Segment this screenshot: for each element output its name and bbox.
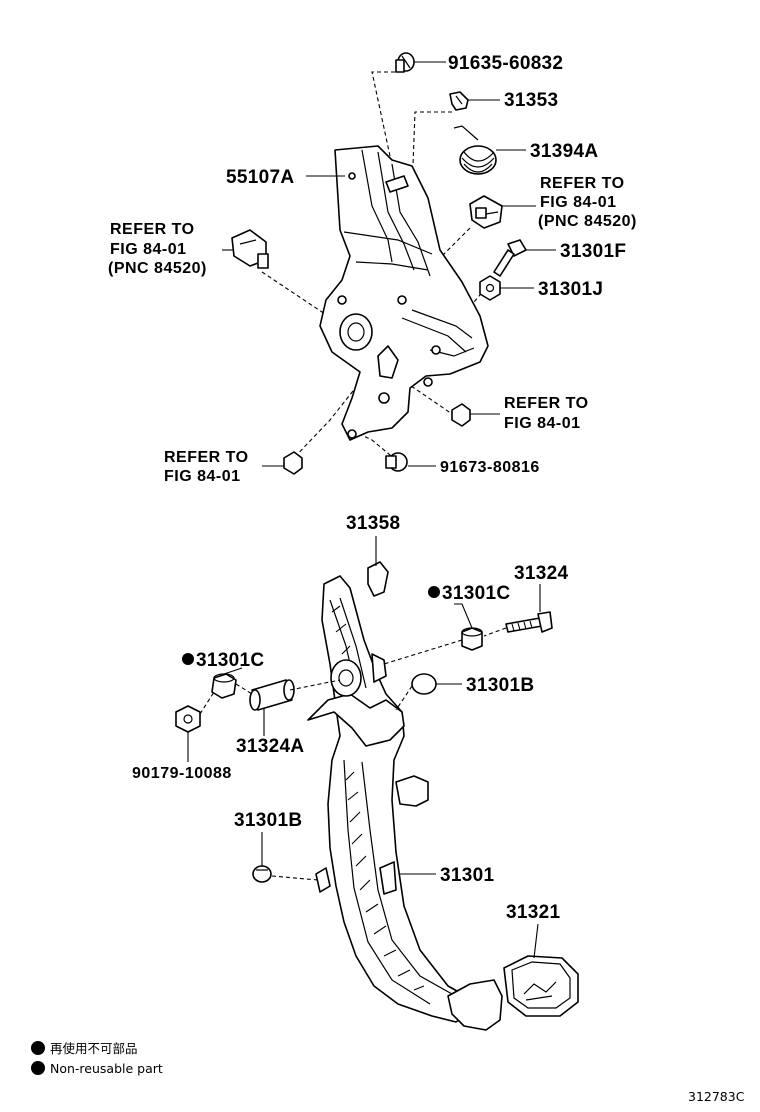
cushion-31301B-right (411, 673, 437, 695)
non-reusable-bullet-right (428, 586, 440, 598)
nut-refer-low (283, 451, 303, 475)
refer-left-line2: FIG 84-01 (110, 241, 187, 258)
refer-left-line1: REFER TO (110, 221, 195, 238)
nut-refer-mid (451, 403, 471, 427)
bushing-31301C-right (461, 627, 483, 651)
label-31301F: 31301F (560, 241, 626, 262)
refer-right-line2: FIG 84-01 (540, 194, 617, 211)
label-31324: 31324 (514, 563, 568, 584)
refer-low-line1: REFER TO (164, 449, 249, 466)
nut-31301J (479, 275, 501, 301)
refer-right-line1: REFER TO (540, 175, 625, 192)
legend: 再使用不可部品 Non-reusable part (31, 1041, 163, 1076)
bushing-31301C-left (211, 673, 237, 699)
bracket-assembly (261, 71, 489, 463)
label-31301J: 31301J (538, 279, 603, 300)
legend-bullet-1 (31, 1041, 45, 1055)
clip-31353 (449, 91, 469, 111)
bolt-31324 (505, 611, 553, 633)
legend-item-2: Non-reusable part (50, 1061, 163, 1076)
spring-31394A (453, 125, 497, 175)
label-31321: 31321 (506, 902, 560, 923)
pedal-bracket (319, 145, 489, 441)
non-reusable-bullet-left (182, 653, 194, 665)
figure-id: 312783C (688, 1089, 745, 1104)
refer-left-line3: (PNC 84520) (108, 260, 207, 277)
label-91673-80816: 91673-80816 (440, 459, 540, 476)
switch-right (469, 195, 503, 229)
switch-left (231, 229, 269, 269)
label-91635-60832: 91635-60832 (448, 53, 563, 74)
label-31301C-left: 31301C (196, 650, 264, 671)
label-90179-10088: 90179-10088 (132, 765, 232, 782)
label-31358: 31358 (346, 513, 400, 534)
bolt-91673-80816 (385, 452, 408, 472)
refer-low-line2: FIG 84-01 (164, 468, 241, 485)
label-31324A: 31324A (236, 736, 304, 757)
nut-90179-10088 (175, 705, 201, 733)
label-31301B-left: 31301B (234, 810, 302, 831)
bolt-31301F (493, 239, 527, 277)
legend-item-1: 再使用不可部品 (50, 1041, 138, 1056)
label-31301: 31301 (440, 865, 494, 886)
collar-31324A (249, 679, 295, 711)
refer-mid-line2: FIG 84-01 (504, 415, 581, 432)
label-31301B-right: 31301B (466, 675, 534, 696)
label-31353: 31353 (504, 90, 558, 111)
refer-right-line3: (PNC 84520) (538, 213, 637, 230)
label-55107A: 55107A (226, 167, 294, 188)
label-31394A: 31394A (530, 141, 598, 162)
pedal-arm-31301 (307, 561, 503, 1031)
pedal-pad-31321 (503, 955, 579, 1017)
screw-91635-60832 (395, 52, 415, 73)
legend-bullet-2 (31, 1061, 45, 1075)
cushion-31301B-left (252, 865, 272, 883)
label-31301C-right: 31301C (442, 583, 510, 604)
refer-mid-line1: REFER TO (504, 395, 589, 412)
